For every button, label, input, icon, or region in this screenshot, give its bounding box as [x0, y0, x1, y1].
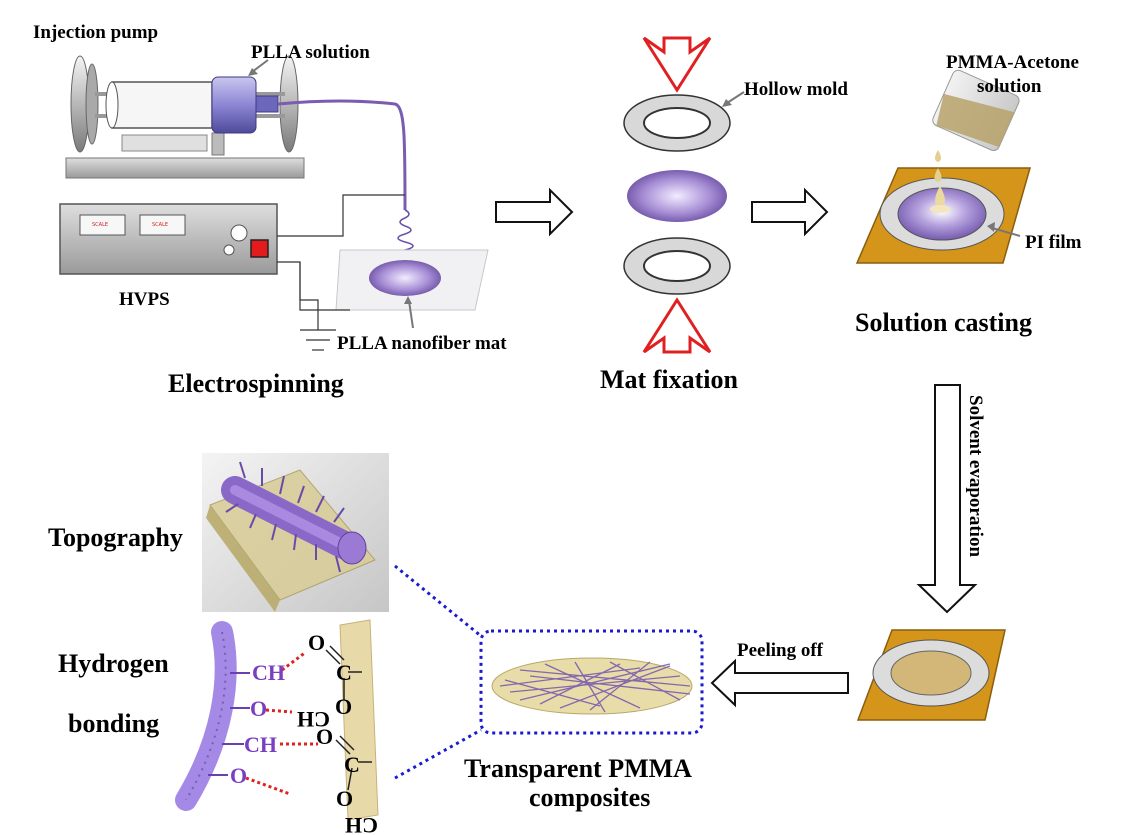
chem-o-2: O	[230, 763, 247, 788]
hvps-knob-small	[223, 244, 235, 256]
label-peeling-off: Peeling off	[737, 640, 824, 661]
peeled-film	[856, 629, 1006, 721]
label-plla-solution: PLLA solution	[251, 42, 370, 63]
hydrogen-bonding-panel: CH O CH O O C O CH O C O CH	[175, 619, 379, 835]
syringe-nozzle	[255, 95, 279, 113]
syringe-barrel	[111, 81, 213, 129]
label-composites: composites	[529, 783, 650, 812]
fixed-nanofiber-mat	[627, 170, 727, 222]
transparent-composite	[479, 629, 704, 735]
cast-mat	[897, 187, 987, 241]
label-hydrogen: Hydrogen	[58, 649, 169, 678]
step-arrow-left	[710, 658, 849, 708]
plla-fiber	[175, 621, 237, 811]
pump-rail	[65, 157, 305, 179]
solution-puddle	[930, 205, 950, 213]
press-arrow-bottom	[642, 297, 712, 354]
chem-ch-1: CH	[252, 660, 285, 685]
syringe-plunger	[211, 76, 257, 134]
solution-tube	[277, 99, 407, 211]
label-solution-casting: Solution casting	[855, 308, 1032, 337]
press-arrow-top	[642, 36, 712, 93]
composite-in-mold	[890, 650, 972, 696]
pmma-block-side	[206, 505, 280, 612]
h-bond-1	[281, 650, 307, 672]
beaker-solution	[936, 93, 1015, 147]
label-topography: Topography	[48, 523, 183, 552]
step-arrow-2	[751, 187, 829, 237]
label-pmma-acetone: PMMA-Acetone	[946, 52, 1079, 73]
solution-stream	[935, 186, 945, 208]
electrospinning-setup: SCALE SCALE	[59, 55, 489, 351]
label-mat-fixation: Mat fixation	[600, 365, 738, 394]
chem-o-ester-2: O	[336, 786, 353, 811]
chem-o-carbonyl-2: O	[316, 724, 333, 749]
pointer-pi-film	[991, 227, 1021, 237]
topography-panel	[202, 453, 389, 612]
hvps-meter-2	[139, 214, 186, 236]
step-arrow-down	[916, 384, 978, 614]
chem-ch3-2: CH	[345, 813, 378, 835]
chem-o-1: O	[250, 696, 267, 721]
mat-fixation	[623, 36, 745, 354]
zoom-line-top	[394, 564, 482, 638]
pump-end-plate-inner	[85, 63, 99, 145]
pointer-pi-film-head	[987, 222, 995, 232]
nanofiber-mat	[369, 260, 441, 296]
label-injection-pump: Injection pump	[33, 22, 158, 43]
h-bond-4	[245, 776, 291, 796]
pointer-hollow-mold	[726, 91, 745, 104]
hollow-mold-top-hole	[643, 107, 711, 139]
hollow-mold-bottom-hole	[643, 250, 711, 282]
chem-ch-2: CH	[244, 732, 277, 757]
step-arrow-1	[495, 187, 574, 237]
pointer-plla-solution-head	[248, 68, 258, 76]
hvps-meter-1-label: SCALE	[92, 222, 108, 228]
ground-lead	[299, 262, 319, 330]
solution-drop-2	[934, 168, 942, 182]
label-bonding: bonding	[68, 709, 159, 738]
hv-wire	[277, 194, 405, 237]
hvps-knob-large	[230, 224, 248, 242]
solution-casting	[855, 69, 1031, 264]
fiber-rod	[221, 461, 367, 573]
pointer-plla-solution	[251, 59, 269, 73]
pmma-plate	[339, 619, 379, 821]
hvps-meter-1	[79, 214, 126, 236]
pointer-plla-mat	[408, 300, 414, 329]
chem-c-2: C	[344, 752, 360, 777]
ester-groups	[325, 645, 372, 791]
h-bond-2	[265, 708, 293, 714]
label-pi-film: PI film	[1025, 232, 1082, 253]
chem-o-carbonyl-1: O	[308, 630, 325, 655]
zoom-box	[479, 629, 704, 735]
label-transparent-pmma: Transparent PMMA	[464, 754, 692, 783]
chem-o-ester-1: O	[335, 694, 352, 719]
zoom-line-bottom	[394, 728, 482, 780]
label-hvps: HVPS	[119, 289, 170, 310]
label-pmma-solution: solution	[977, 76, 1042, 97]
hvps-meter-2-label: SCALE	[152, 222, 168, 228]
pointer-plla-mat-head	[404, 296, 412, 304]
label-electrospinning: Electrospinning	[168, 369, 344, 398]
composite-fibers	[499, 661, 691, 713]
hvps-power-button	[250, 239, 269, 258]
solution-drop-1	[935, 150, 941, 162]
pointer-hollow-mold-head	[722, 99, 732, 107]
chem-c-1: C	[336, 660, 352, 685]
pump-spacer	[211, 132, 225, 156]
label-hollow-mold: Hollow mold	[744, 79, 848, 100]
label-plla-mat: PLLA nanofiber mat	[337, 333, 507, 354]
label-solvent-evaporation: Solvent evaporation	[965, 395, 986, 557]
chem-ch3-1: CH	[297, 707, 330, 732]
pump-block	[121, 134, 208, 152]
syringe-barrel-end	[105, 81, 119, 129]
